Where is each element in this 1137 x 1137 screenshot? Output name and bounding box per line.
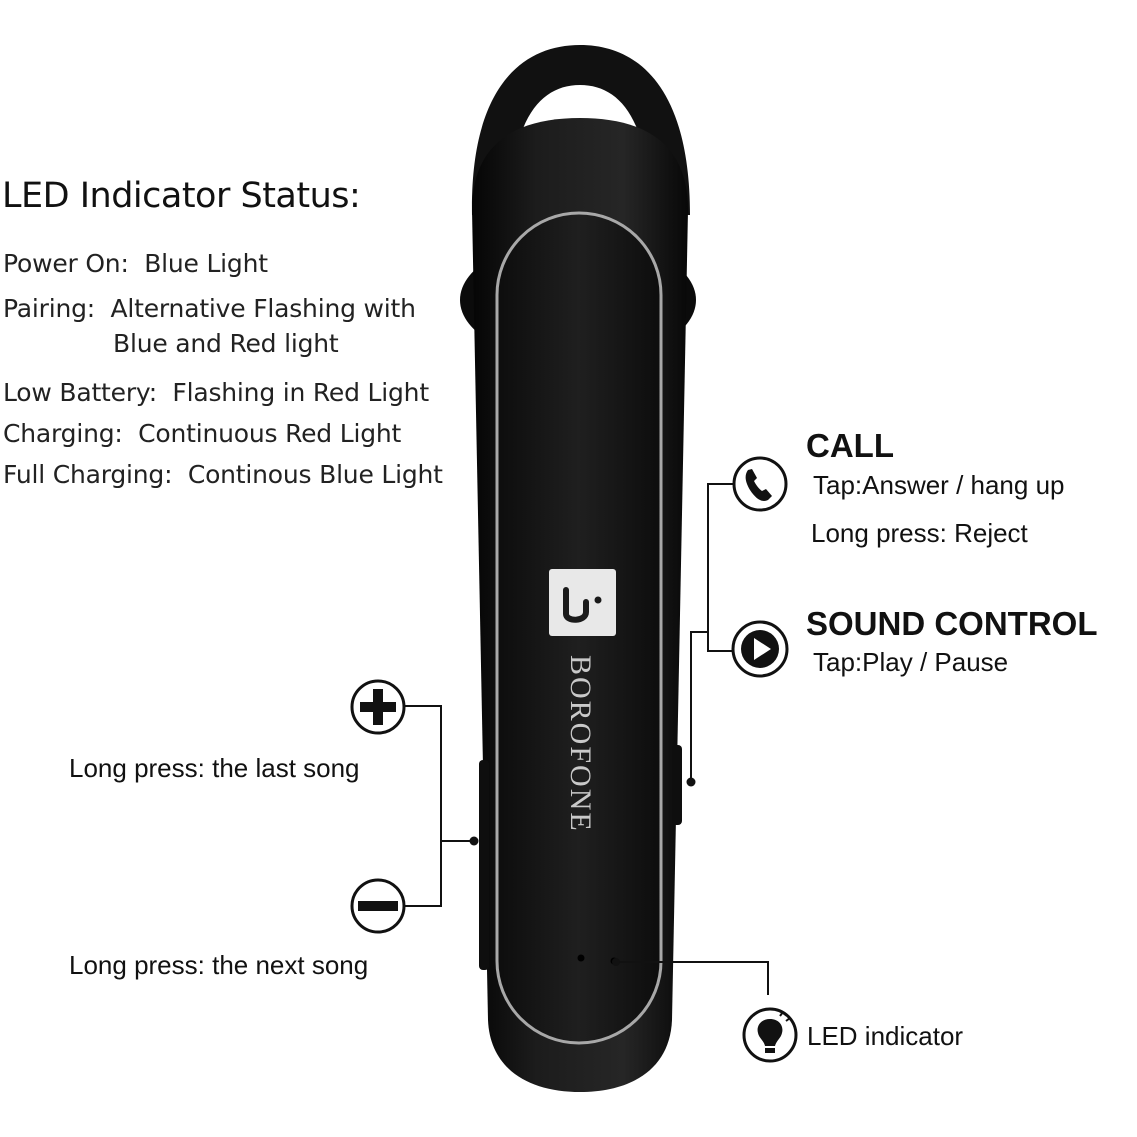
led-row-pairing: Pairing: Alternative Flashing with bbox=[3, 294, 416, 323]
minus-icon bbox=[350, 878, 406, 934]
mic-hole bbox=[577, 954, 585, 962]
led-row-value: Alternative Flashing with bbox=[110, 294, 416, 323]
borofone-logo bbox=[549, 569, 616, 636]
led-row-value: Blue Light bbox=[144, 249, 268, 278]
sound-control-title: SOUND CONTROL bbox=[806, 605, 1098, 642]
led-row-label: Pairing: bbox=[3, 294, 95, 323]
call-callout-lines bbox=[690, 483, 735, 782]
led-callout-line bbox=[616, 961, 769, 995]
call-tap-text: Tap:Answer / hang up bbox=[813, 470, 1065, 500]
play-icon bbox=[731, 620, 789, 678]
brand-text: BOROFONE bbox=[564, 655, 597, 833]
call-long-press-text: Long press: Reject bbox=[811, 518, 1028, 548]
sound-tap-text: Tap:Play / Pause bbox=[813, 647, 1009, 677]
volume-point bbox=[469, 836, 479, 846]
led-row-full-charging: Full Charging: Continous Blue Light bbox=[3, 460, 443, 489]
led-row-value: Continous Blue Light bbox=[187, 460, 443, 489]
led-row-label: Low Battery: bbox=[3, 378, 157, 407]
led-row-value: Flashing in Red Light bbox=[172, 378, 429, 407]
phone-icon bbox=[732, 456, 788, 512]
side-button-point bbox=[686, 777, 696, 787]
volume-rocker[interactable] bbox=[479, 760, 489, 970]
led-row-label: Power On: bbox=[3, 249, 129, 278]
lightbulb-icon bbox=[742, 1007, 798, 1063]
volume-callout-lines bbox=[404, 705, 474, 907]
volume-minus-label: Long press: the next song bbox=[69, 950, 369, 980]
ear-hook bbox=[471, 45, 690, 215]
led-status-title: LED Indicator Status: bbox=[2, 176, 361, 216]
led-row-label: Charging: bbox=[3, 419, 123, 448]
led-indicator-label: LED indicator bbox=[807, 1021, 964, 1051]
plus-icon bbox=[350, 679, 406, 735]
led-row-value: Continuous Red Light bbox=[138, 419, 402, 448]
led-row-power-on: Power On: Blue Light bbox=[3, 249, 268, 278]
volume-plus-label: Long press: the last song bbox=[69, 753, 360, 783]
side-button[interactable] bbox=[672, 745, 682, 825]
led-row-low-battery: Low Battery: Flashing in Red Light bbox=[3, 378, 429, 407]
led-row-label: Full Charging: bbox=[3, 460, 173, 489]
call-title: CALL bbox=[806, 427, 894, 464]
led-row-pairing-line2: Blue and Red light bbox=[113, 329, 339, 358]
led-row-charging: Charging: Continuous Red Light bbox=[3, 419, 401, 448]
